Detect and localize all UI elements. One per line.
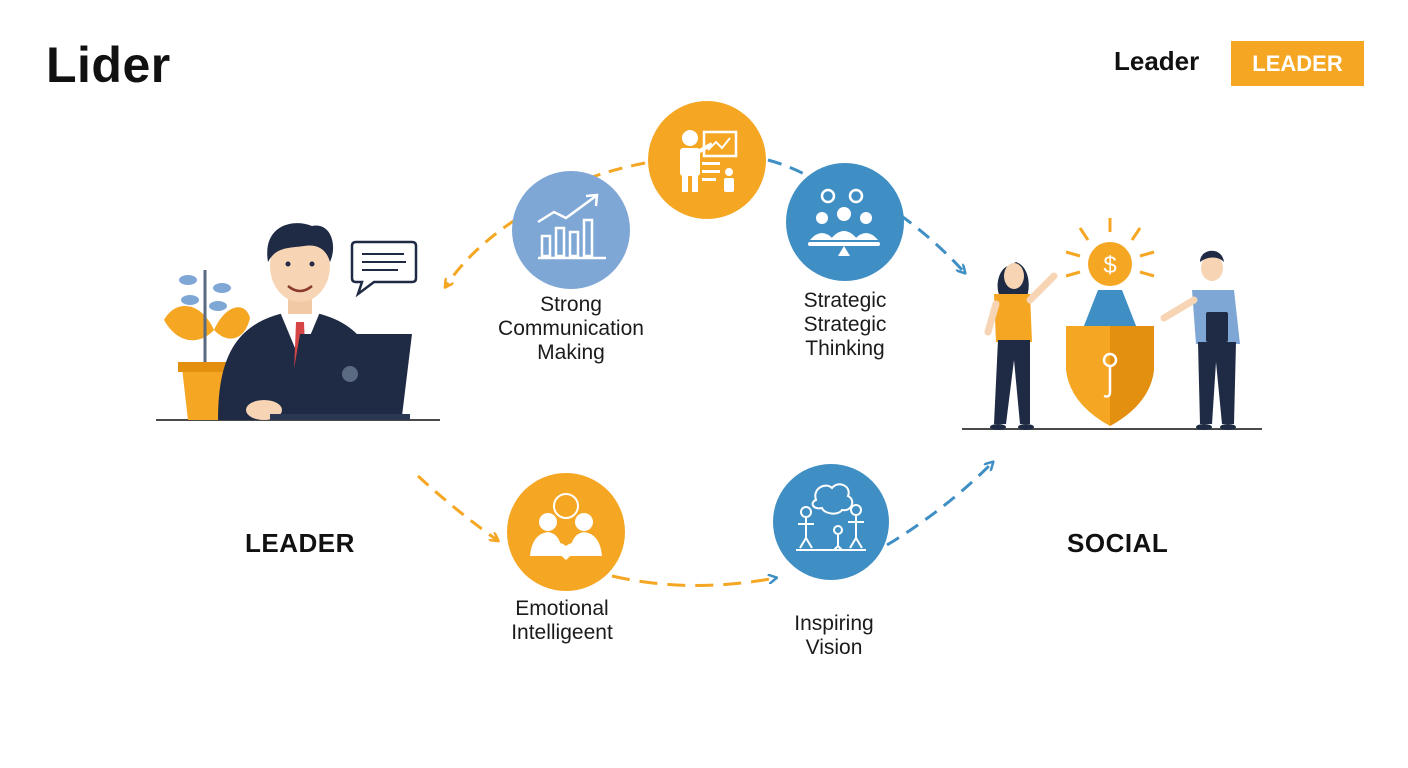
node-presentation [648,101,766,219]
node-team [786,163,904,281]
man-icon [1160,250,1240,430]
beam-icon [1080,290,1140,336]
left-side-label: LEADER [245,528,355,558]
label-strong-communication: Strong Communication Making [498,293,644,364]
arrow-presentation-to-chart [589,161,646,180]
arrow-team-to-social [899,213,964,272]
node-empathy [507,473,625,591]
team-meeting-icon [808,188,880,256]
arrow-vision-to-social [886,463,992,547]
flow-arrows [416,158,992,588]
label-inspiring-vision: Inspiring Vision [794,612,874,659]
arrow-leader-to-empathy [416,474,497,540]
node-growth-chart [512,171,630,289]
arrow-chart-to-leader [446,218,516,286]
label-strategic-thinking: Strategic Strategic Thinking [803,289,887,360]
empathy-heart-icon [530,493,602,560]
speech-bubble-icon [350,240,418,298]
sun-rays-icon [1065,218,1155,278]
arrow-empathy-to-vision [611,576,775,588]
right-side-label: SOCIAL [1067,528,1169,558]
dollar-symbol: $ [1103,252,1116,279]
laptop-icon [270,334,412,420]
growth-chart-icon [537,193,606,260]
coin-icon [1088,242,1132,286]
arrow-presentation-to-team [767,158,809,178]
header-leader-link[interactable]: Leader [1114,46,1200,76]
presentation-icon [680,130,738,192]
header-leader-badge[interactable]: LEADER [1231,41,1364,86]
page-title: Lider [46,37,171,93]
node-vision [773,464,889,580]
leader-illustration [156,223,440,421]
plant-icon [164,270,250,420]
woman-icon [984,262,1058,430]
social-illustration: $ [962,218,1262,430]
label-emotional-intelligence: Emotional Intelligeent [511,597,613,644]
vision-people-icon [796,483,866,551]
